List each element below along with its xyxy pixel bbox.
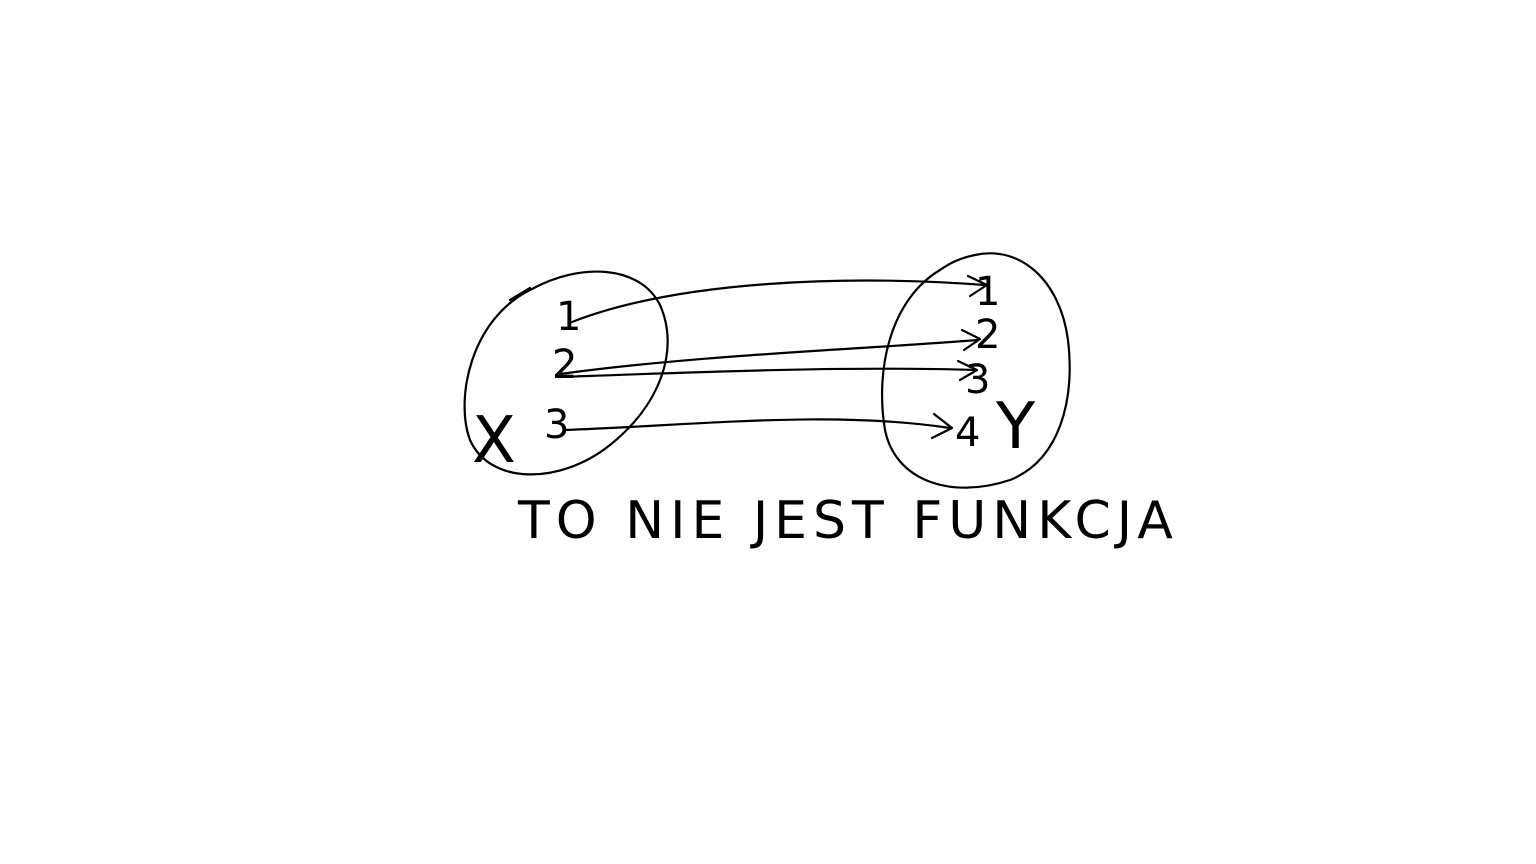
- arrow-2-to-2-head: [960, 328, 982, 352]
- set-y-ellipse: [881, 252, 1071, 489]
- arrow-3-to-4: [563, 418, 952, 432]
- x-element-2: 2: [552, 342, 577, 388]
- x-element-3: 3: [544, 402, 569, 448]
- diagram-caption: TO NIE JEST FUNKCJA: [517, 491, 1179, 551]
- set-x-label: X: [472, 404, 516, 478]
- y-element-2: 2: [975, 312, 1000, 358]
- set-x-ellipse-start-tick: [508, 286, 532, 302]
- set-x-ellipse: [463, 270, 669, 476]
- arrow-1-to-1: [570, 279, 987, 324]
- arrow-2-to-2: [558, 338, 980, 376]
- arrow-1-to-1-head: [966, 274, 989, 298]
- arrow-2-to-3: [558, 367, 977, 379]
- x-element-1: 1: [556, 294, 581, 340]
- arrow-3-to-4-head: [930, 412, 954, 440]
- y-element-1: 1: [975, 269, 1000, 315]
- y-element-3: 3: [965, 357, 990, 403]
- y-element-4: 4: [955, 410, 980, 456]
- arrow-2-to-3-head: [956, 359, 979, 382]
- set-y-label: Y: [995, 390, 1036, 464]
